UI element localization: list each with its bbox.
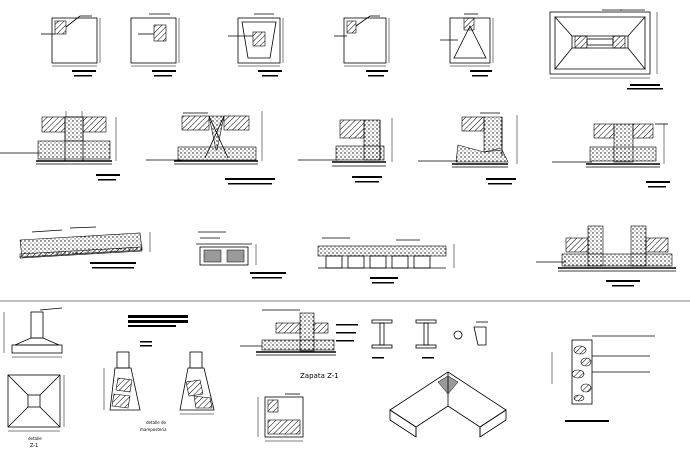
masonry-detail: detalle de mamposteria [103, 315, 215, 432]
section-view-3 [298, 118, 393, 183]
detail-de-label: detalle de [146, 420, 167, 425]
column-details [371, 319, 488, 359]
plan-view-1 [41, 15, 101, 77]
beam-section [196, 231, 286, 279]
section-view-6 [536, 225, 676, 287]
detail-label: detalle [28, 436, 42, 441]
section-view-5 [552, 123, 670, 188]
column-detail-small [257, 393, 304, 442]
plan-view-3 [228, 13, 284, 77]
section-view-2 [146, 111, 275, 185]
section-view-4 [418, 112, 518, 185]
wall-section [551, 335, 655, 422]
zapata-z1-section: Zapata Z-1 [240, 309, 358, 380]
zapata-z1-title: Zapata Z-1 [300, 372, 339, 380]
plan-view-6 [549, 9, 663, 90]
footing-z1-elevation [3, 307, 63, 358]
section-view-1 [0, 111, 120, 181]
plan-view-2 [130, 13, 180, 77]
footing-z1-label: Z-1 [30, 443, 38, 449]
plan-view-5 [440, 13, 494, 77]
isometric-beam-corner [389, 371, 507, 438]
slab-section-1 [19, 226, 151, 269]
masonry-label: mamposteria [140, 427, 167, 432]
plan-view-4 [334, 15, 390, 77]
footing-z1-plan: detalle Z-1 [7, 374, 65, 449]
slab-section-2 [317, 237, 455, 284]
